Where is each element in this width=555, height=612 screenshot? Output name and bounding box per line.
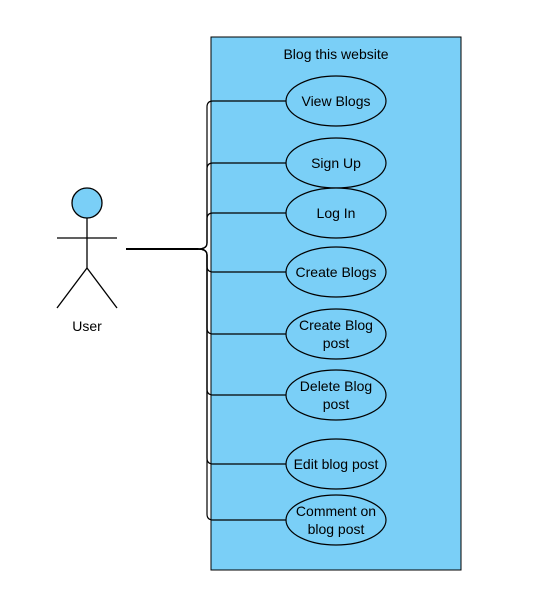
actor-label: User [72, 318, 102, 334]
actor-right-leg [86, 267, 118, 309]
use-case-ellipse [285, 187, 387, 239]
use-case-label: View Blogs [301, 93, 370, 109]
system-title: Blog this website [283, 46, 388, 62]
association-line-comment-on-blog-post [197, 248, 286, 521]
use-case-view-blogs[interactable]: View Blogs [285, 75, 387, 127]
association-lines [197, 100, 286, 521]
use-case-label: Log In [317, 205, 356, 221]
use-case-ellipse [285, 438, 387, 490]
use-case-label: blog post [308, 521, 365, 537]
use-case-label: Delete Blog [300, 378, 372, 394]
use-case-sign-up[interactable]: Sign Up [285, 137, 387, 189]
use-case-label: Edit blog post [294, 456, 379, 472]
use-case-edit-blog-post[interactable]: Edit blog post [285, 438, 387, 490]
use-case-label: post [323, 396, 350, 412]
use-case-log-in[interactable]: Log In [285, 187, 387, 239]
actor-head [71, 187, 103, 219]
use-case-label: Comment on [296, 503, 376, 519]
use-case-ellipse [285, 246, 387, 298]
use-case-ellipse [285, 308, 387, 360]
use-case-label: Sign Up [311, 155, 361, 171]
use-case-ellipse [285, 494, 387, 546]
use-case-label: post [323, 335, 350, 351]
actor-user [56, 187, 118, 309]
use-case-ellipse [285, 369, 387, 421]
use-case-delete-blog-post[interactable]: Delete Blog post [285, 369, 387, 421]
actor-left-leg [56, 267, 88, 309]
use-case-label: Create Blog [299, 317, 373, 333]
use-case-comment-on-blog-post[interactable]: Comment on blog post [285, 494, 387, 546]
use-case-create-blog-post[interactable]: Create Blog post [285, 308, 387, 360]
use-case-create-blogs[interactable]: Create Blogs [285, 246, 387, 298]
use-case-ellipse [285, 75, 387, 127]
use-case-label: Create Blogs [296, 264, 377, 280]
association-line-log-in [197, 212, 286, 250]
